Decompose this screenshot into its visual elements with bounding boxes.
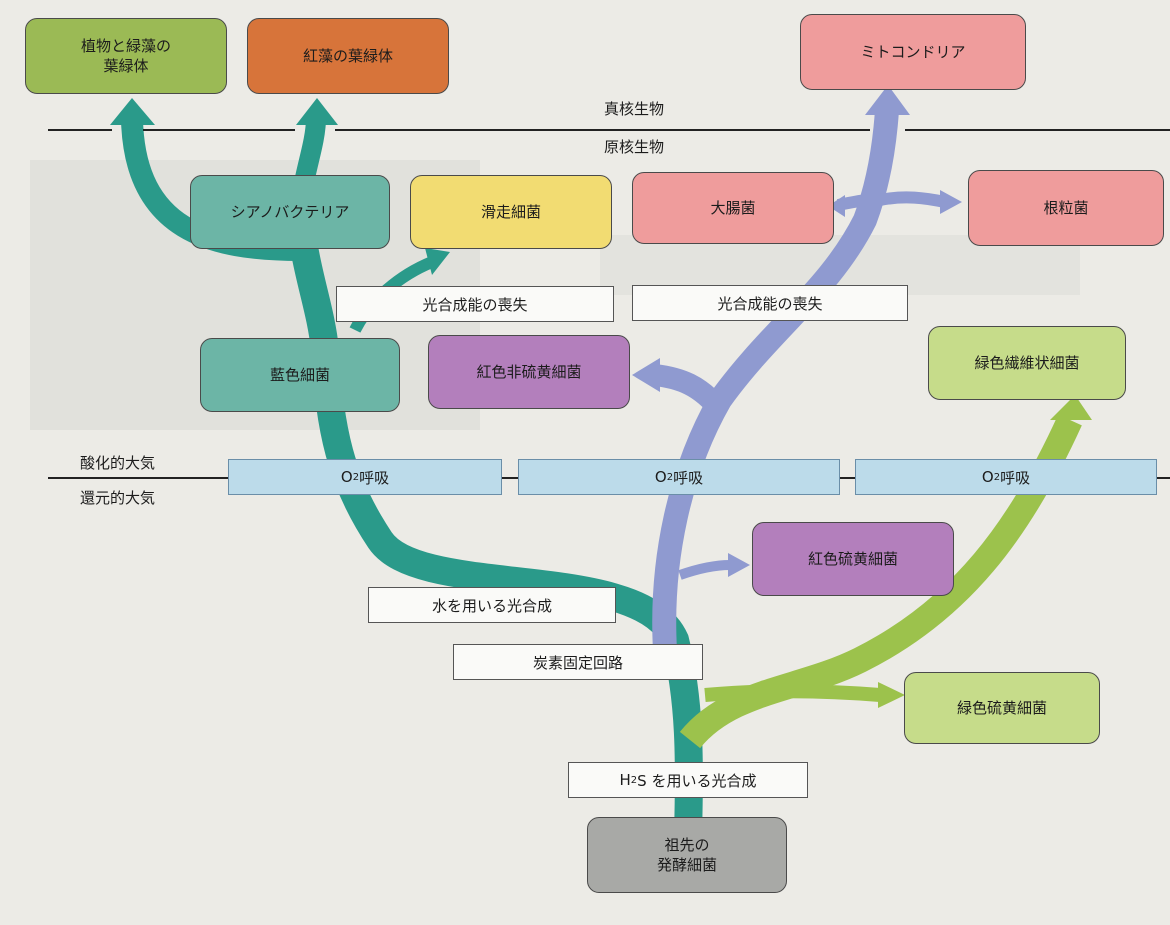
o2-subscript: 2	[666, 471, 674, 483]
green-branch-sulfur	[704, 684, 881, 702]
purple-arrow-ecoli	[828, 195, 845, 217]
node-ancestor-fermenting: 祖先の 発酵細菌	[587, 817, 787, 893]
node-rhizobium: 根粒菌	[968, 170, 1164, 246]
purple-branch-purplesulfur	[678, 560, 731, 580]
o2-subscript: 2	[352, 471, 360, 483]
label-carbon-fixation: 炭素固定回路	[453, 644, 703, 680]
node-red-algae-chloroplast: 紅藻の葉緑体	[247, 18, 449, 94]
eukaryote-label: 真核生物	[604, 100, 665, 118]
o2-suffix: 呼吸	[1000, 468, 1031, 487]
label-loss-photosynthesis-left: 光合成能の喪失	[336, 286, 614, 322]
node-green-filamentous: 緑色繊維状細菌	[928, 326, 1126, 400]
purple-branch-nonsulfur	[653, 364, 729, 418]
h2s-subscript: 2	[630, 774, 638, 786]
node-cyanobacteria: シアノバクテリア	[190, 175, 390, 249]
purple-branch-rhizobium	[878, 191, 947, 208]
reducing-atmosphere-label: 還元的大気	[80, 489, 156, 507]
oxidizing-atmosphere-label: 酸化的大気	[80, 454, 156, 472]
purple-arrow-nonsulfur	[632, 358, 660, 392]
node-purple-nonsulfur: 紅色非硫黄細菌	[428, 335, 630, 409]
label-water-photosynthesis: 水を用いる光合成	[368, 587, 616, 623]
teal-trunk	[286, 186, 703, 849]
node-gliding-bacteria: 滑走細菌	[410, 175, 612, 249]
o2-suffix: 呼吸	[359, 468, 390, 487]
green-trunk	[679, 414, 1082, 749]
node-purple-sulfur: 紅色硫黄細菌	[752, 522, 954, 596]
node-e-coli: 大腸菌	[632, 172, 834, 244]
purple-arrow-rhizobium	[940, 190, 962, 214]
green-arrow-sulfur	[878, 682, 905, 708]
node-green-sulfur: 緑色硫黄細菌	[904, 672, 1100, 744]
purple-arrow-purplesulfur	[728, 553, 750, 577]
o2-prefix: O	[654, 468, 667, 486]
h2s-prefix: H	[619, 771, 631, 789]
node-mitochondria: ミトコンドリア	[800, 14, 1026, 90]
teal-arrow-gliding	[425, 248, 450, 275]
o2-suffix: 呼吸	[673, 468, 704, 487]
teal-arrow-plant	[110, 98, 155, 125]
node-blue-green-bacteria: 藍色細菌	[200, 338, 400, 412]
purple-trunk	[652, 109, 899, 651]
label-loss-photosynthesis-right: 光合成能の喪失	[632, 285, 908, 321]
node-plant-chloroplast: 植物と緑藻の 葉緑体	[25, 18, 227, 94]
o2-prefix: O	[340, 468, 353, 486]
teal-arrow-redalgae	[296, 98, 338, 125]
o2-prefix: O	[981, 468, 994, 486]
purple-arrow-mito	[865, 85, 910, 115]
green-arrow-filamentous	[1050, 395, 1092, 420]
prokaryote-label: 原核生物	[604, 138, 665, 156]
h2s-suffix: S を用いる光合成	[637, 771, 757, 790]
o2-subscript: 2	[993, 471, 1001, 483]
